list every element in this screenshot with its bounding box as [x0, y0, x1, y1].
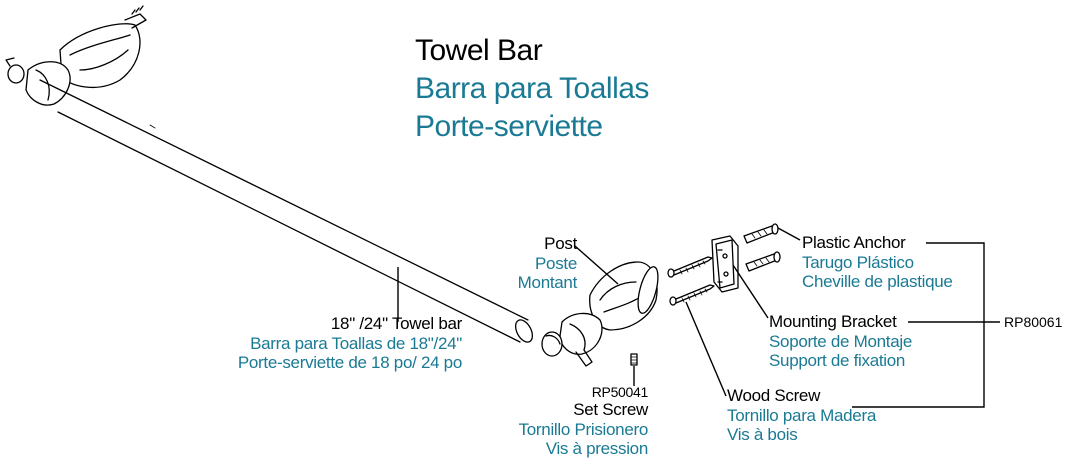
post-name-es: Poste [535, 253, 577, 273]
set-screw-illustration [630, 353, 638, 366]
set-screw-name-fr: Vis à pression [545, 439, 649, 459]
post-leader [574, 245, 619, 285]
set-screw-label: RP50041 Set Screw Tornillo Prisionero Vi… [518, 384, 649, 459]
mounting-bracket-leader [732, 264, 769, 319]
towel-bar-label: 18" /24" Towel bar Barra para Toallas de… [238, 314, 462, 373]
wood-screw-illustration [667, 256, 715, 306]
mounting-bracket-name-es: Soporte de Montaje [769, 331, 912, 351]
post-illustration [541, 261, 659, 367]
title-spanish: Barra para Toallas [415, 72, 649, 105]
wood-screw-name-es: Tornillo para Madera [727, 405, 876, 425]
title-english: Towel Bar [415, 34, 543, 67]
towel-bar-name-fr: Porte-serviette de 18 po/ 24 po [237, 353, 462, 373]
plastic-anchor-name-en: Plastic Anchor [802, 233, 906, 252]
mounting-bracket-illustration [711, 235, 739, 293]
plastic-anchor-illustration [743, 223, 781, 272]
wood-screw-name-en: Wood Screw [727, 386, 821, 405]
plastic-anchor-name-es: Tarugo Plástico [802, 252, 914, 272]
plastic-anchor-leader [777, 227, 801, 241]
title-french: Porte-serviette [415, 110, 603, 143]
mounting-bracket-label: Mounting Bracket Soporte de Montaje Supp… [769, 312, 912, 371]
left-post-illustration [5, 5, 147, 106]
plastic-anchor-label: Plastic Anchor Tarugo Plástico Cheville … [802, 233, 953, 292]
set-screw-part-number: RP50041 [591, 384, 649, 400]
wood-screw-name-fr: Vis à bois [727, 425, 798, 445]
wood-screw-leader [685, 301, 727, 397]
post-name-fr: Montant [517, 273, 578, 293]
post-name-en: Post [544, 234, 577, 253]
towel-bar-illustration [39, 79, 534, 343]
wood-screw-label: Wood Screw Tornillo para Madera Vis à bo… [727, 386, 876, 445]
plastic-anchor-name-fr: Cheville de plastique [802, 272, 953, 292]
mounting-bracket-name-fr: Support de fixation [769, 351, 906, 371]
towel-bar-name-es: Barra para Toallas de 18"/24" [250, 333, 462, 353]
hardware-kit-part-number: RP80061 [1004, 314, 1063, 330]
post-label: Post Poste Montant [517, 234, 578, 293]
mounting-bracket-name-en: Mounting Bracket [769, 312, 897, 331]
set-screw-name-es: Tornillo Prisionero [518, 419, 649, 439]
towel-bar-name-en: 18" /24" Towel bar [330, 314, 462, 333]
set-screw-name-en: Set Screw [573, 400, 648, 420]
hardware-kit-bracket [852, 242, 1000, 408]
